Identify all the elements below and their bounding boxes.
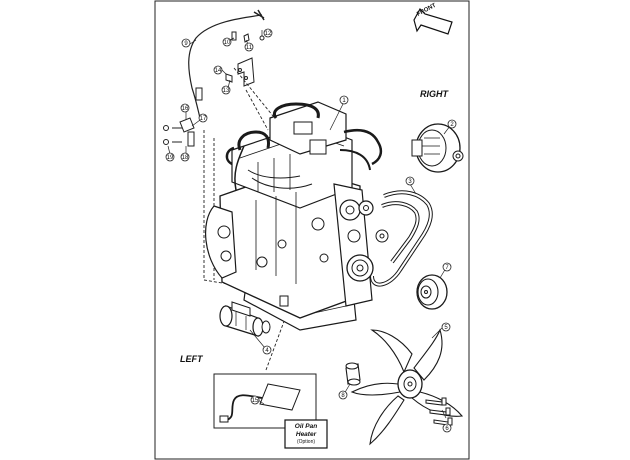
svg-text:16: 16: [182, 106, 189, 112]
callout-10: 10: [222, 37, 232, 47]
oil-pan-heater-inset: [213, 373, 317, 429]
callout-19: 19: [165, 152, 175, 162]
fan-spacer: [345, 362, 361, 386]
fan-bolts: [425, 397, 453, 426]
callout-8: 8: [338, 390, 348, 400]
svg-text:6: 6: [445, 426, 449, 432]
callout-14: 14: [213, 65, 223, 75]
svg-text:5: 5: [444, 325, 448, 331]
callout-1: 1: [339, 95, 349, 105]
throttle-bracket: [225, 31, 265, 87]
callout-4: 4: [262, 345, 272, 355]
right-label: RIGHT: [420, 89, 450, 99]
svg-text:7: 7: [445, 265, 449, 271]
callout-9: 9: [181, 38, 191, 48]
alternator: [411, 123, 464, 173]
callout-3: 3: [405, 176, 415, 186]
svg-text:18: 18: [182, 155, 189, 161]
callout-16: 16: [180, 103, 190, 113]
svg-text:9: 9: [184, 41, 188, 47]
callout-17: 17: [198, 113, 208, 123]
svg-text:11: 11: [246, 45, 253, 51]
throttle-cable: [188, 9, 265, 119]
svg-text:17: 17: [200, 116, 207, 122]
front-arrow-icon: FRONT: [413, 3, 453, 35]
callout-15: 15: [250, 395, 260, 405]
option-label: (Option): [297, 439, 315, 445]
svg-text:19: 19: [167, 155, 174, 161]
svg-text:15: 15: [252, 398, 259, 404]
callout-18: 18: [180, 152, 190, 162]
fan-belt: [370, 190, 433, 287]
engine-assembly: [204, 101, 389, 331]
svg-text:12: 12: [265, 31, 272, 37]
callout-2: 2: [447, 119, 457, 129]
oil-pan-heater-label-line2: Heater: [296, 431, 317, 438]
svg-text:13: 13: [223, 88, 230, 94]
page-border: [154, 0, 470, 460]
svg-text:14: 14: [215, 68, 222, 74]
callout-7: 7: [442, 262, 452, 272]
callout-13: 13: [221, 85, 231, 95]
callout-5: 5: [441, 322, 451, 332]
callout-12: 12: [263, 28, 273, 38]
oil-pan-heater-option-box: Oil Pan Heater (Option): [284, 419, 328, 449]
left-label: LEFT: [180, 354, 204, 364]
svg-text:4: 4: [265, 348, 269, 354]
svg-text:2: 2: [450, 122, 454, 128]
svg-text:8: 8: [341, 393, 345, 399]
starter-motor: [219, 301, 271, 337]
crankshaft-pulley: [416, 274, 448, 310]
oil-pan-heater-label-line1: Oil Pan: [295, 423, 317, 430]
svg-text:1: 1: [342, 98, 346, 104]
svg-text:10: 10: [224, 40, 231, 46]
svg-text:3: 3: [408, 179, 412, 185]
linkage-cluster: [163, 117, 195, 147]
callout-11: 11: [244, 42, 254, 52]
callout-6: 6: [442, 423, 452, 433]
